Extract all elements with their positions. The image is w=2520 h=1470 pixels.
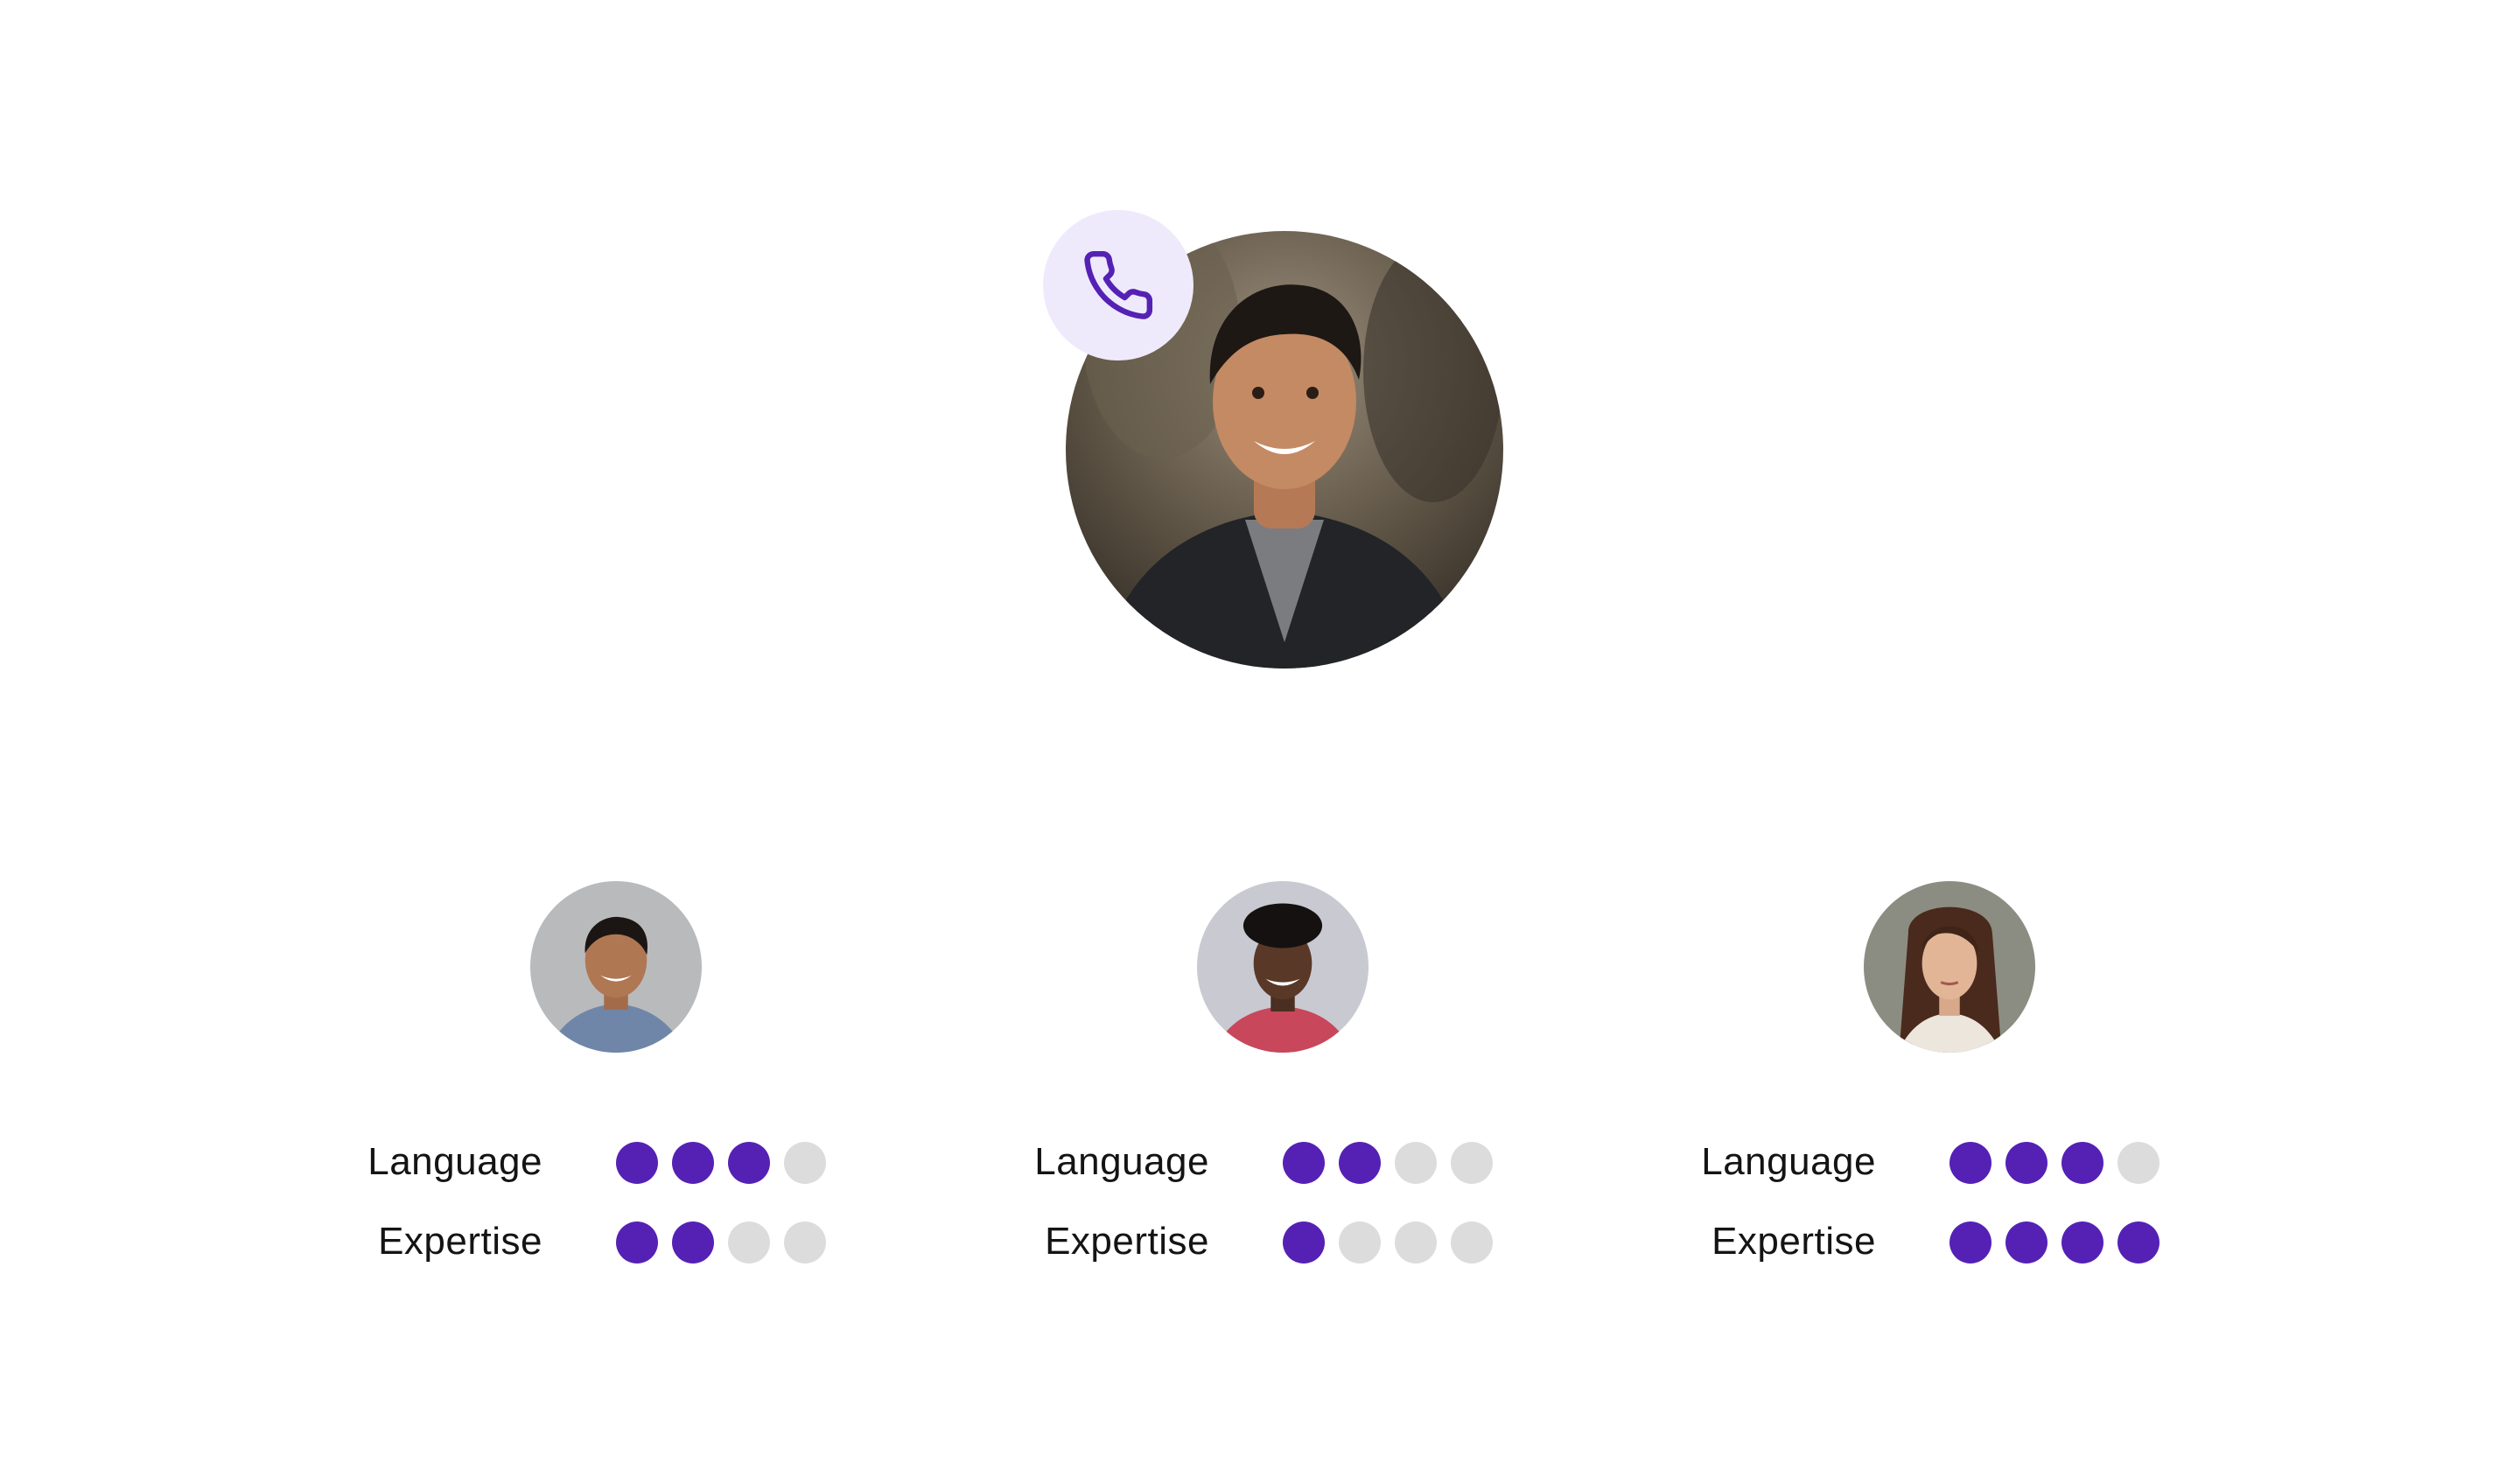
expertise-label: Expertise: [378, 1220, 542, 1263]
expertise-rating: Expertise: [350, 1215, 910, 1268]
rating-dot: [1339, 1222, 1381, 1264]
rating-dot: [1451, 1222, 1493, 1264]
expertise-rating: Expertise: [1684, 1215, 2244, 1268]
rating-dot: [2062, 1222, 2104, 1264]
rating-dot: [784, 1222, 826, 1264]
rating-dot: [616, 1222, 658, 1264]
expertise-label: Expertise: [1712, 1220, 1876, 1263]
language-rating: Language: [350, 1136, 910, 1188]
rating-dot: [728, 1142, 770, 1184]
rating-dot: [616, 1142, 658, 1184]
expertise-label: Expertise: [1045, 1220, 1209, 1263]
rating-dot: [2118, 1222, 2160, 1264]
language-rating: Language: [1017, 1136, 1577, 1188]
rating-dot: [1451, 1142, 1493, 1184]
rating-dot: [728, 1222, 770, 1264]
rating-dot: [1283, 1222, 1325, 1264]
rating-dot: [1950, 1222, 1992, 1264]
agent-avatar-3[interactable]: [1864, 881, 2035, 1053]
rating-dot: [672, 1222, 714, 1264]
language-label: Language: [1034, 1140, 1209, 1183]
rating-dot: [1395, 1142, 1437, 1184]
rating-dot: [784, 1142, 826, 1184]
rating-dot: [1950, 1142, 1992, 1184]
rating-dot: [672, 1142, 714, 1184]
phone-badge[interactable]: [1043, 210, 1194, 360]
rating-dot: [1283, 1142, 1325, 1184]
rating-dot: [2118, 1142, 2160, 1184]
expertise-rating: Expertise: [1017, 1215, 1577, 1268]
language-label: Language: [368, 1140, 542, 1183]
language-rating: Language: [1684, 1136, 2244, 1188]
phone-icon: [1084, 250, 1153, 319]
language-label: Language: [1701, 1140, 1876, 1183]
rating-dot: [2006, 1222, 2048, 1264]
agent-avatar-1[interactable]: [530, 881, 702, 1053]
agent-avatar-2[interactable]: [1197, 881, 1368, 1053]
rating-dot: [1395, 1222, 1437, 1264]
rating-dot: [1339, 1142, 1381, 1184]
rating-dot: [2062, 1142, 2104, 1184]
rating-dot: [2006, 1142, 2048, 1184]
